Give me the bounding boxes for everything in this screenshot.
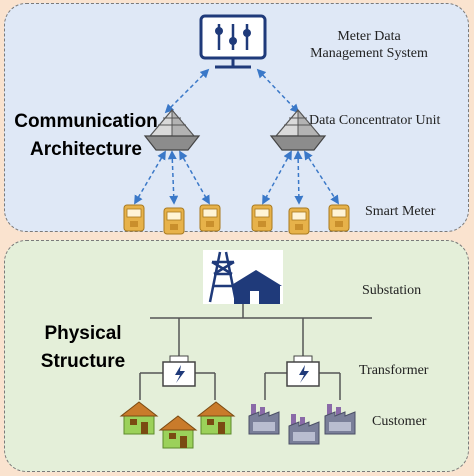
link-dcu1-m3 <box>179 150 210 205</box>
mdms-label-line2: Management System <box>310 46 428 61</box>
substation-label: Substation <box>362 283 422 298</box>
concentrator-pyramid-icon <box>143 108 201 151</box>
monitor-sliders-icon <box>199 14 267 69</box>
smart-meter-label: Smart Meter <box>365 204 436 219</box>
link-mdms-dcu2 <box>256 68 300 114</box>
communication-title: Communication Architecture <box>8 108 164 164</box>
house-icon <box>158 415 198 449</box>
smart-meter-icon <box>251 204 273 232</box>
communication-title-line2: Architecture <box>30 139 142 160</box>
smart-meter-icon <box>328 204 350 232</box>
house-icons <box>119 401 236 449</box>
smart-meter-icon <box>163 207 185 235</box>
factory-icons <box>248 404 356 445</box>
factory-icon <box>288 414 320 445</box>
transformer-box-icon <box>286 355 320 387</box>
link-dcu1-m1 <box>134 150 166 205</box>
concentrator-pyramid-icon <box>269 108 327 151</box>
smart-meter-icon <box>288 207 310 235</box>
link-dcu2-m5 <box>293 150 304 205</box>
factory-icon <box>324 404 356 435</box>
dcu-label: Data Concentrator Unit <box>309 113 441 128</box>
smart-meter-icon <box>199 204 221 232</box>
smart-meter-icon <box>123 204 145 232</box>
house-icon <box>119 401 159 435</box>
link-dcu2-m6 <box>304 150 339 205</box>
house-icon <box>196 401 236 435</box>
physical-title-line2: Structure <box>40 351 126 372</box>
link-dcu1-m2 <box>167 150 179 205</box>
factory-icon <box>248 404 280 435</box>
link-dcu2-m4 <box>262 150 292 205</box>
physical-title: Physical Structure <box>28 320 138 376</box>
power-tower-icon <box>203 250 283 304</box>
transformer-label: Transformer <box>359 363 429 378</box>
communication-links <box>134 68 339 205</box>
smart-meter-icons <box>123 204 350 235</box>
customer-label: Customer <box>372 414 427 429</box>
mdms-label: Meter Data Management System <box>294 28 444 62</box>
transformer-box-icon <box>162 355 196 387</box>
physical-title-line1: Physical <box>44 323 122 344</box>
communication-title-line1: Communication <box>14 111 158 132</box>
link-mdms-dcu1 <box>164 68 210 114</box>
mdms-label-line1: Meter Data <box>337 29 401 44</box>
